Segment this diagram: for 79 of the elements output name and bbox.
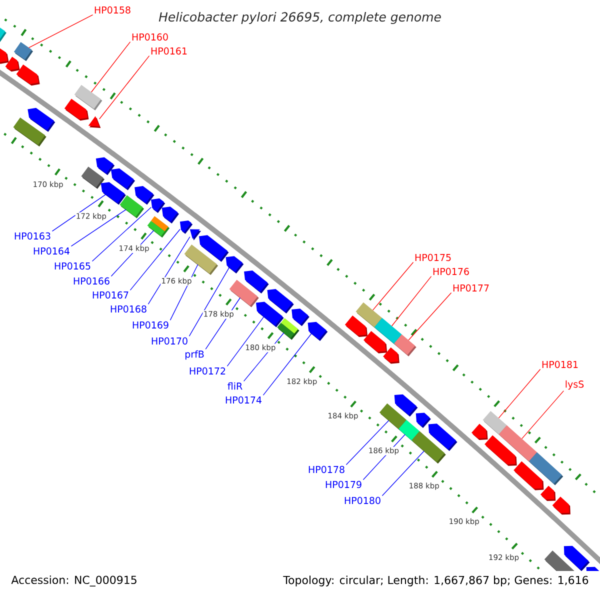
gene-box (14, 42, 34, 62)
gene-label: HP0168 (110, 305, 146, 313)
leader-line (408, 292, 452, 340)
map-title: Helicobacter pylori 26695, complete genome (158, 12, 441, 24)
gene-block (0, 48, 9, 64)
gene-label: HP0167 (92, 291, 128, 299)
leader-line (92, 206, 152, 262)
leader-line (188, 267, 230, 337)
leader-line (391, 276, 432, 326)
gene-block (394, 394, 418, 417)
gene-block (472, 424, 488, 440)
gene-block (244, 270, 269, 294)
leader-line (91, 41, 131, 92)
gene-block (28, 108, 56, 132)
gene-block (180, 220, 193, 234)
gene-triangle (88, 116, 101, 128)
gene-label: HP0177 (453, 284, 489, 292)
footer-text: Accession: NC_000915 (11, 576, 136, 586)
gene-block (267, 289, 294, 314)
gene-label: HP0160 (132, 33, 168, 41)
leader-line (226, 316, 264, 367)
gene-label: HP0176 (433, 268, 469, 276)
gene-label: HP0166 (74, 277, 110, 285)
gene-block (552, 496, 570, 515)
gene-label: HP0165 (54, 262, 90, 270)
gene-block (64, 98, 89, 121)
gene-label: prfB (185, 350, 204, 360)
gene-label: HP0169 (132, 321, 168, 329)
gene-box (147, 216, 170, 238)
gene-block (151, 198, 166, 213)
gene-block (540, 486, 556, 502)
gene-block (16, 64, 40, 86)
gene-label: HP0158 (94, 6, 130, 14)
leader-line (262, 333, 312, 396)
gene-box (394, 334, 416, 356)
leader-line (382, 450, 424, 496)
gene-block (134, 186, 154, 205)
gene-box (277, 318, 300, 340)
gene-block (428, 424, 458, 452)
leader-line (498, 368, 541, 418)
leader-line (148, 236, 190, 305)
leader-line (522, 390, 564, 440)
gene-block (226, 256, 244, 274)
footer-text: Topology: circular; Length: 1,667,867 bp; Genes: 1,616 (283, 576, 588, 586)
gene-label: HP0179 (326, 480, 362, 488)
gene-box (498, 425, 538, 463)
leader-line (70, 209, 126, 247)
gene-block (383, 347, 400, 364)
gene-label: fliR (228, 382, 242, 390)
gene-block (564, 546, 590, 571)
gene-label: HP0161 (151, 47, 187, 55)
gene-block (308, 322, 328, 342)
gene-block (162, 206, 180, 224)
leader-line (28, 14, 94, 48)
leader-line (346, 420, 390, 466)
gene-label: HP0181 (542, 360, 578, 368)
gene-label: HP0172 (190, 367, 226, 375)
gene-box (0, 28, 6, 42)
leader-line (130, 228, 180, 291)
gene-block (292, 308, 310, 326)
gene-block (5, 56, 20, 72)
gene-label: HP0163 (14, 232, 50, 240)
gene-block (344, 316, 368, 337)
gene-box (528, 452, 564, 486)
gene-triangle (190, 229, 202, 240)
gene-block (416, 412, 431, 428)
gene-label: HP0170 (152, 337, 188, 345)
gene-label: HP0178 (308, 466, 344, 474)
gene-label: lysS (566, 380, 584, 390)
gene-block (586, 566, 600, 571)
gene-block (198, 235, 229, 262)
gene-block (364, 330, 388, 354)
gene-label: HP0180 (344, 496, 380, 504)
gene-label: HP0174 (226, 396, 262, 404)
gene-label: HP0164 (34, 247, 70, 255)
leader-line (99, 55, 150, 120)
gene-block (96, 157, 115, 176)
gene-block (110, 168, 136, 190)
gene-label: HP0175 (415, 254, 451, 262)
